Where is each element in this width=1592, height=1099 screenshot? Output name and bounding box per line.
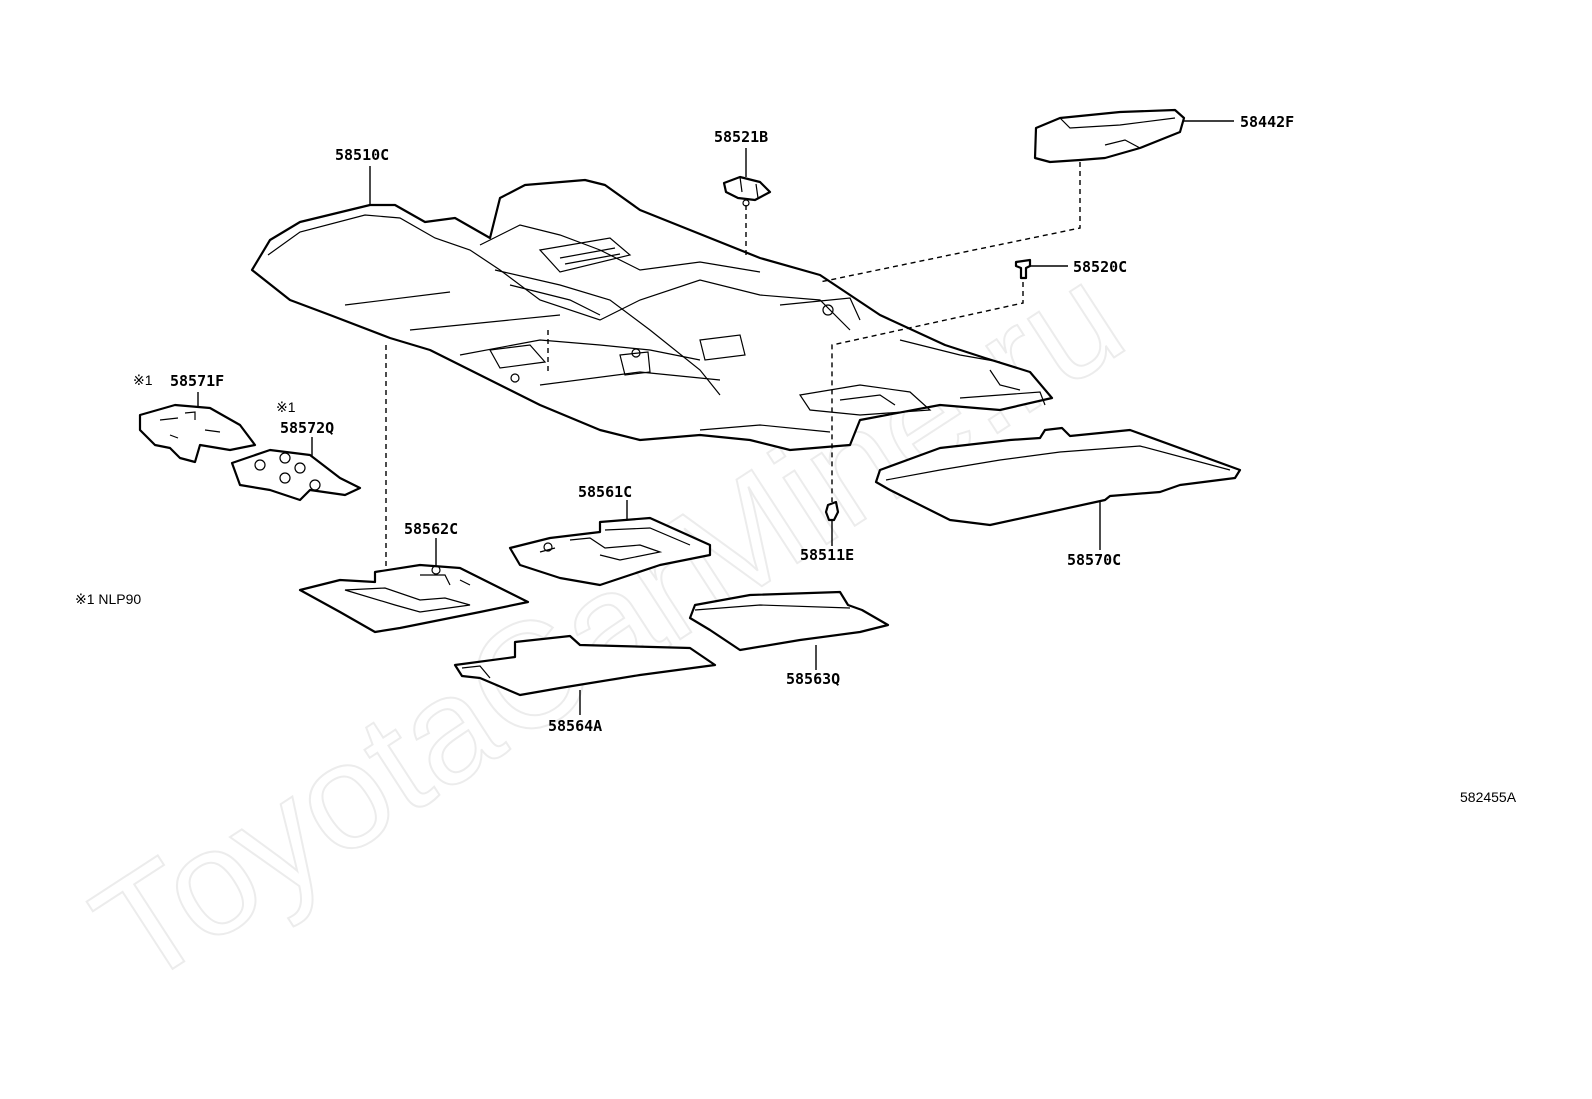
- mat-58570C: [874, 426, 1242, 527]
- duct-58442F: [1033, 108, 1186, 164]
- assembly-dashed-lines: [385, 162, 1081, 566]
- label-58571F: 58571F: [170, 372, 224, 390]
- label-58521B: 58521B: [714, 128, 768, 146]
- label-58561C: 58561C: [578, 483, 632, 501]
- label-58511E: 58511E: [800, 546, 854, 564]
- label-58564A: 58564A: [548, 717, 602, 735]
- silencer-58572Q: [230, 448, 362, 502]
- note-marker-58571F: ※1: [133, 372, 153, 388]
- diagram-code: 582455A: [1460, 789, 1517, 805]
- pin-58520C: [1014, 258, 1032, 280]
- label-58563Q: 58563Q: [786, 670, 840, 688]
- mat-58564A: [453, 634, 717, 697]
- footnote-text: ※1 NLP90: [75, 591, 141, 607]
- label-58510C: 58510C: [335, 146, 389, 164]
- mat-58563Q: [688, 590, 890, 652]
- label-58572Q: 58572Q: [280, 419, 334, 437]
- silencer-58571F: [138, 403, 257, 464]
- silencer-58562C: [298, 563, 530, 634]
- label-58442F: 58442F: [1240, 113, 1294, 131]
- note-marker-58572Q: ※1: [276, 399, 296, 415]
- label-58570C: 58570C: [1067, 551, 1121, 569]
- leader-lines: [197, 120, 1234, 715]
- clip-58511E: [824, 500, 840, 522]
- floor-carpet-58510C: [250, 178, 1054, 452]
- clip-58521B: [722, 175, 772, 207]
- silencer-58561C: [508, 516, 712, 587]
- label-58520C: 58520C: [1073, 258, 1127, 276]
- label-58562C: 58562C: [404, 520, 458, 538]
